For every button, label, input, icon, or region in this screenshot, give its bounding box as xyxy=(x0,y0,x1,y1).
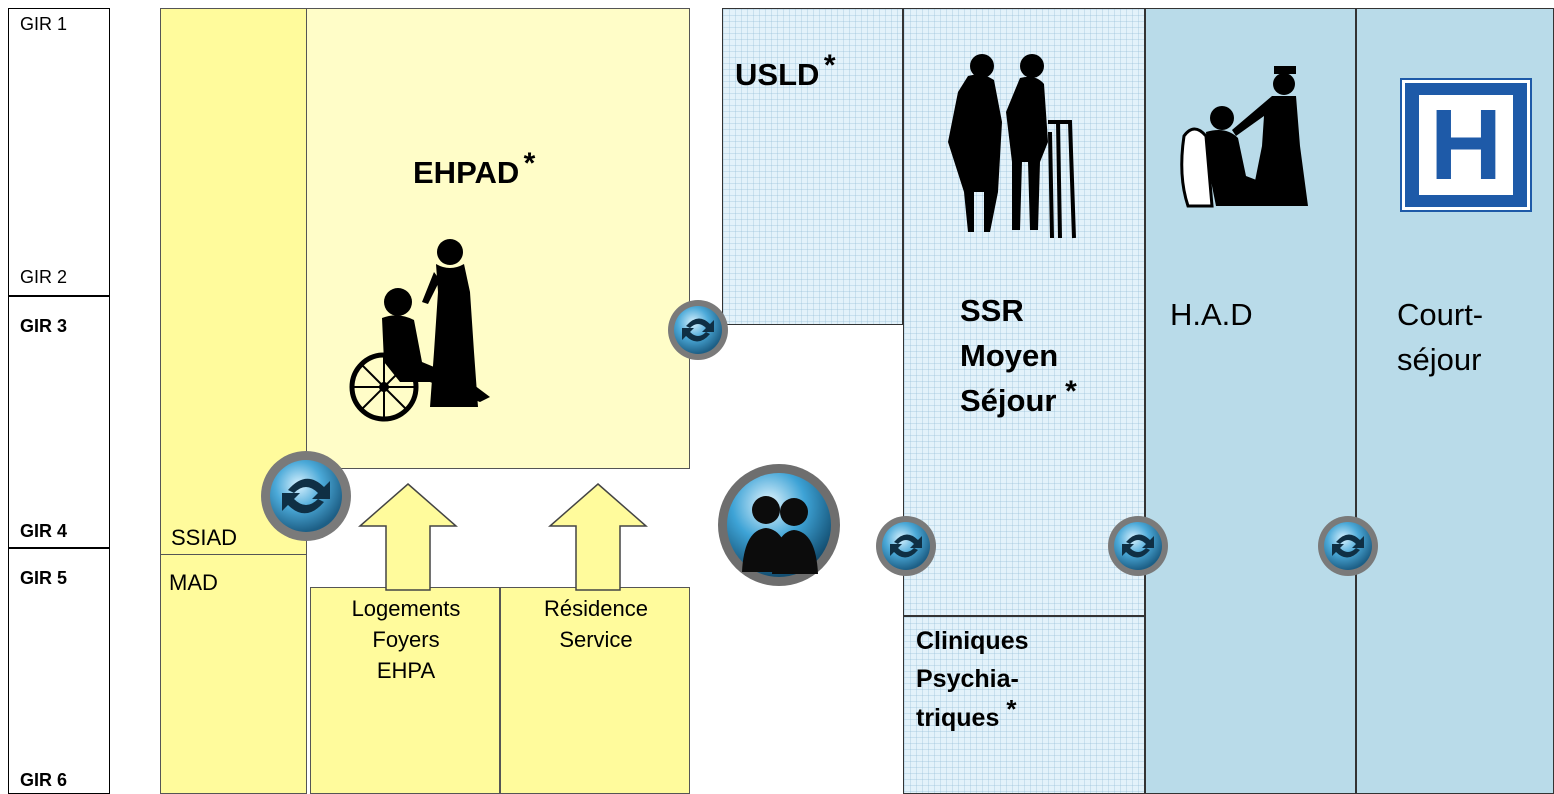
court-label: Court- séjour xyxy=(1397,293,1483,383)
ssr-line1: SSR xyxy=(960,293,1024,328)
usld-label: USLD xyxy=(735,57,820,92)
logements-block: Logements Foyers EHPA xyxy=(310,587,500,794)
cliniques-block: Cliniques Psychia- triques * xyxy=(903,616,1145,794)
ehpad-title: EHPAD * xyxy=(413,147,535,196)
logements-line2: Foyers xyxy=(372,626,440,652)
up-arrow-residence xyxy=(548,483,648,591)
gir-scale-top xyxy=(8,8,110,296)
exchange-icon xyxy=(1108,516,1168,576)
had-label: H.A.D xyxy=(1170,297,1253,332)
elderly-walker-icon xyxy=(948,54,1076,239)
exchange-icon xyxy=(1318,516,1378,576)
mad-label: MAD xyxy=(169,570,218,595)
hospital-h-icon: H xyxy=(1402,80,1530,210)
court-line1: Court- xyxy=(1397,297,1484,332)
logements-line3: EHPA xyxy=(376,657,436,683)
gir-3-label: GIR 3 xyxy=(20,316,68,336)
mad-block: MAD xyxy=(160,554,307,794)
cliniques-label: Cliniques Psychia- triques * xyxy=(916,623,1029,738)
gir-6-label: GIR 6 xyxy=(20,770,68,790)
gir-2-label: GIR 2 xyxy=(20,267,68,287)
gir-scale-bottom xyxy=(8,548,110,794)
residence-label: Résidence Service xyxy=(501,594,691,656)
ssr-line3-row: Séjour * xyxy=(960,375,1077,424)
gir-4-label: GIR 4 xyxy=(20,521,68,541)
exchange-icon xyxy=(876,516,936,576)
gir-1-label: GIR 1 xyxy=(20,14,68,34)
cliniques-line1: Cliniques xyxy=(916,627,1029,655)
usld-block: USLD * xyxy=(722,8,903,325)
wheelchair-caregiver-icon xyxy=(349,239,490,422)
cliniques-line2: Psychia- xyxy=(916,664,1019,693)
exchange-icon xyxy=(668,300,728,360)
logements-line1: Logements xyxy=(351,596,461,621)
residence-block: Résidence Service xyxy=(500,587,690,794)
ssiad-label: SSIAD xyxy=(171,525,238,550)
people-icon xyxy=(718,464,840,586)
residence-line1: Résidence xyxy=(544,596,648,621)
ehpad-star: * xyxy=(523,147,536,180)
ssr-star: * xyxy=(1065,374,1077,408)
hospital-h-letter: H xyxy=(1419,95,1513,195)
ehpad-block: EHPAD * xyxy=(306,8,690,469)
had-block: H.A.D xyxy=(1145,8,1356,794)
ssr-label: SSR Moyen Séjour * xyxy=(960,289,1077,424)
logements-label: Logements Foyers EHPA xyxy=(311,594,501,686)
usld-title: USLD * xyxy=(735,49,836,98)
cliniques-star: * xyxy=(1006,694,1017,724)
up-arrow-logements xyxy=(358,483,458,591)
gir-scale-middle xyxy=(8,296,110,548)
gir-5-label: GIR 5 xyxy=(20,568,68,588)
ehpad-label: EHPAD xyxy=(413,155,520,190)
usld-star: * xyxy=(823,49,836,82)
court-line2: séjour xyxy=(1397,341,1482,377)
cliniques-line3-row: triques * xyxy=(916,694,1029,738)
ssr-line3: Séjour xyxy=(960,382,1057,418)
ssr-line2: Moyen xyxy=(960,337,1059,373)
cliniques-line3: triques xyxy=(916,704,1000,732)
nurse-patient-icon xyxy=(1180,66,1308,208)
residence-line2: Service xyxy=(559,626,633,652)
exchange-icon xyxy=(261,451,351,541)
